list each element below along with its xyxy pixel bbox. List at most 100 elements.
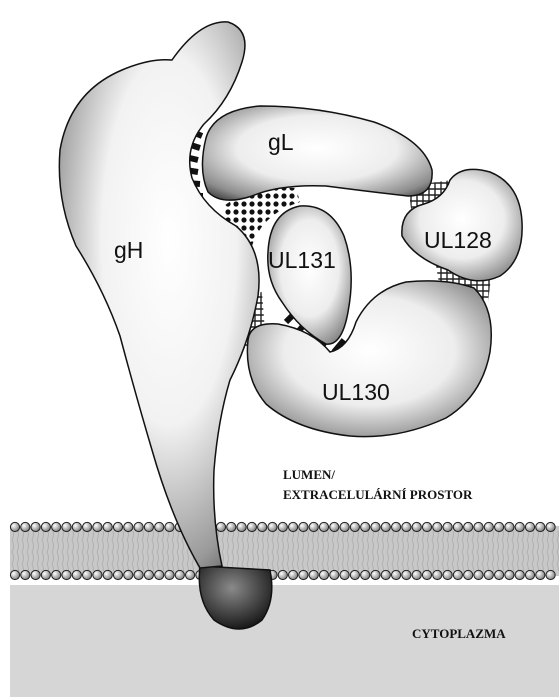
lipid-head — [443, 522, 452, 531]
lipid-head — [113, 570, 122, 579]
lipid-head — [361, 522, 370, 531]
lipid-head — [216, 522, 225, 531]
lipid-head — [237, 522, 246, 531]
lipid-head — [21, 522, 30, 531]
lipid-head — [464, 522, 473, 531]
lipid-head — [495, 570, 504, 579]
lipid-head — [134, 522, 143, 531]
lipid-head — [319, 570, 328, 579]
lipid-head — [21, 570, 30, 579]
lipid-head — [340, 522, 349, 531]
lipid-head — [103, 570, 112, 579]
lipid-head — [124, 522, 133, 531]
lipid-head — [412, 522, 421, 531]
lipid-head — [371, 570, 380, 579]
lipid-head — [10, 522, 19, 531]
lipid-head — [83, 522, 92, 531]
lipid-head — [289, 522, 298, 531]
lipid-head — [464, 570, 473, 579]
lipid-head — [278, 570, 287, 579]
cytoplasm-region — [10, 585, 559, 697]
lipid-head — [350, 522, 359, 531]
ul131-protein — [268, 206, 351, 344]
lipid-head — [278, 522, 287, 531]
lipid-head — [515, 570, 524, 579]
lipid-head — [350, 570, 359, 579]
lipid-head — [525, 522, 534, 531]
lipid-head — [31, 570, 40, 579]
lipid-head — [402, 522, 411, 531]
lipid-head — [83, 570, 92, 579]
gh-protein — [59, 22, 259, 568]
lipid-head — [165, 570, 174, 579]
lipid-head — [62, 522, 71, 531]
lipid-head — [155, 522, 164, 531]
lipid-head — [72, 570, 81, 579]
lipid-head — [93, 522, 102, 531]
lipid-head — [62, 570, 71, 579]
lipid-head — [433, 522, 442, 531]
lipid-head — [381, 570, 390, 579]
lipid-head — [52, 522, 61, 531]
lipid-head — [113, 522, 122, 531]
lipid-head — [124, 570, 133, 579]
lipid-head — [515, 522, 524, 531]
lipid-head — [103, 522, 112, 531]
lipid-head — [299, 570, 308, 579]
lipid-head — [371, 522, 380, 531]
gl-protein — [202, 106, 432, 200]
lumen-label-line1: LUMEN/ — [283, 467, 335, 482]
lipid-head — [361, 570, 370, 579]
ul131-label: UL131 — [268, 247, 336, 273]
lipid-head — [155, 570, 164, 579]
lipid-head — [93, 570, 102, 579]
lipid-head — [309, 522, 318, 531]
lipid-head — [31, 522, 40, 531]
lipid-head — [536, 570, 545, 579]
lipid-head — [536, 522, 545, 531]
lumen-label-line2: EXTRACELULÁRNÍ PROSTOR — [283, 487, 473, 502]
lipid-head — [474, 570, 483, 579]
lipid-head — [505, 522, 514, 531]
lipid-head — [227, 522, 236, 531]
lipid-head — [299, 522, 308, 531]
lipid-head — [319, 522, 328, 531]
lipid-head — [144, 522, 153, 531]
lipid-head — [330, 522, 339, 531]
lipid-head — [41, 570, 50, 579]
lipid-head — [392, 570, 401, 579]
gh-label: gH — [114, 237, 143, 263]
lipid-head — [495, 522, 504, 531]
lipid-head — [247, 522, 256, 531]
lipid-head — [422, 570, 431, 579]
ul128-label: UL128 — [424, 227, 492, 253]
lipid-head — [412, 570, 421, 579]
lipid-head — [484, 522, 493, 531]
lipid-head — [474, 522, 483, 531]
lipid-head — [165, 522, 174, 531]
lipid-head — [41, 522, 50, 531]
lipid-head — [52, 570, 61, 579]
cytoplasm-label: CYTOPLAZMA — [412, 626, 506, 641]
lipid-head — [258, 522, 267, 531]
lipid-head — [422, 522, 431, 531]
lipid-head — [546, 522, 555, 531]
lipid-head — [453, 522, 462, 531]
lipid-head — [525, 570, 534, 579]
lipid-head — [268, 522, 277, 531]
lipid-head — [309, 570, 318, 579]
lipid-head — [433, 570, 442, 579]
lipid-head — [289, 570, 298, 579]
lipid-head — [392, 522, 401, 531]
lipid-bilayer-membrane — [10, 522, 559, 579]
lipid-head — [381, 522, 390, 531]
lipid-head — [134, 570, 143, 579]
lipid-head — [402, 570, 411, 579]
lipid-head — [144, 570, 153, 579]
gl-label: gL — [268, 129, 294, 155]
lipid-head — [10, 570, 19, 579]
lipid-head — [186, 570, 195, 579]
lipid-head — [330, 570, 339, 579]
lipid-head — [443, 570, 452, 579]
